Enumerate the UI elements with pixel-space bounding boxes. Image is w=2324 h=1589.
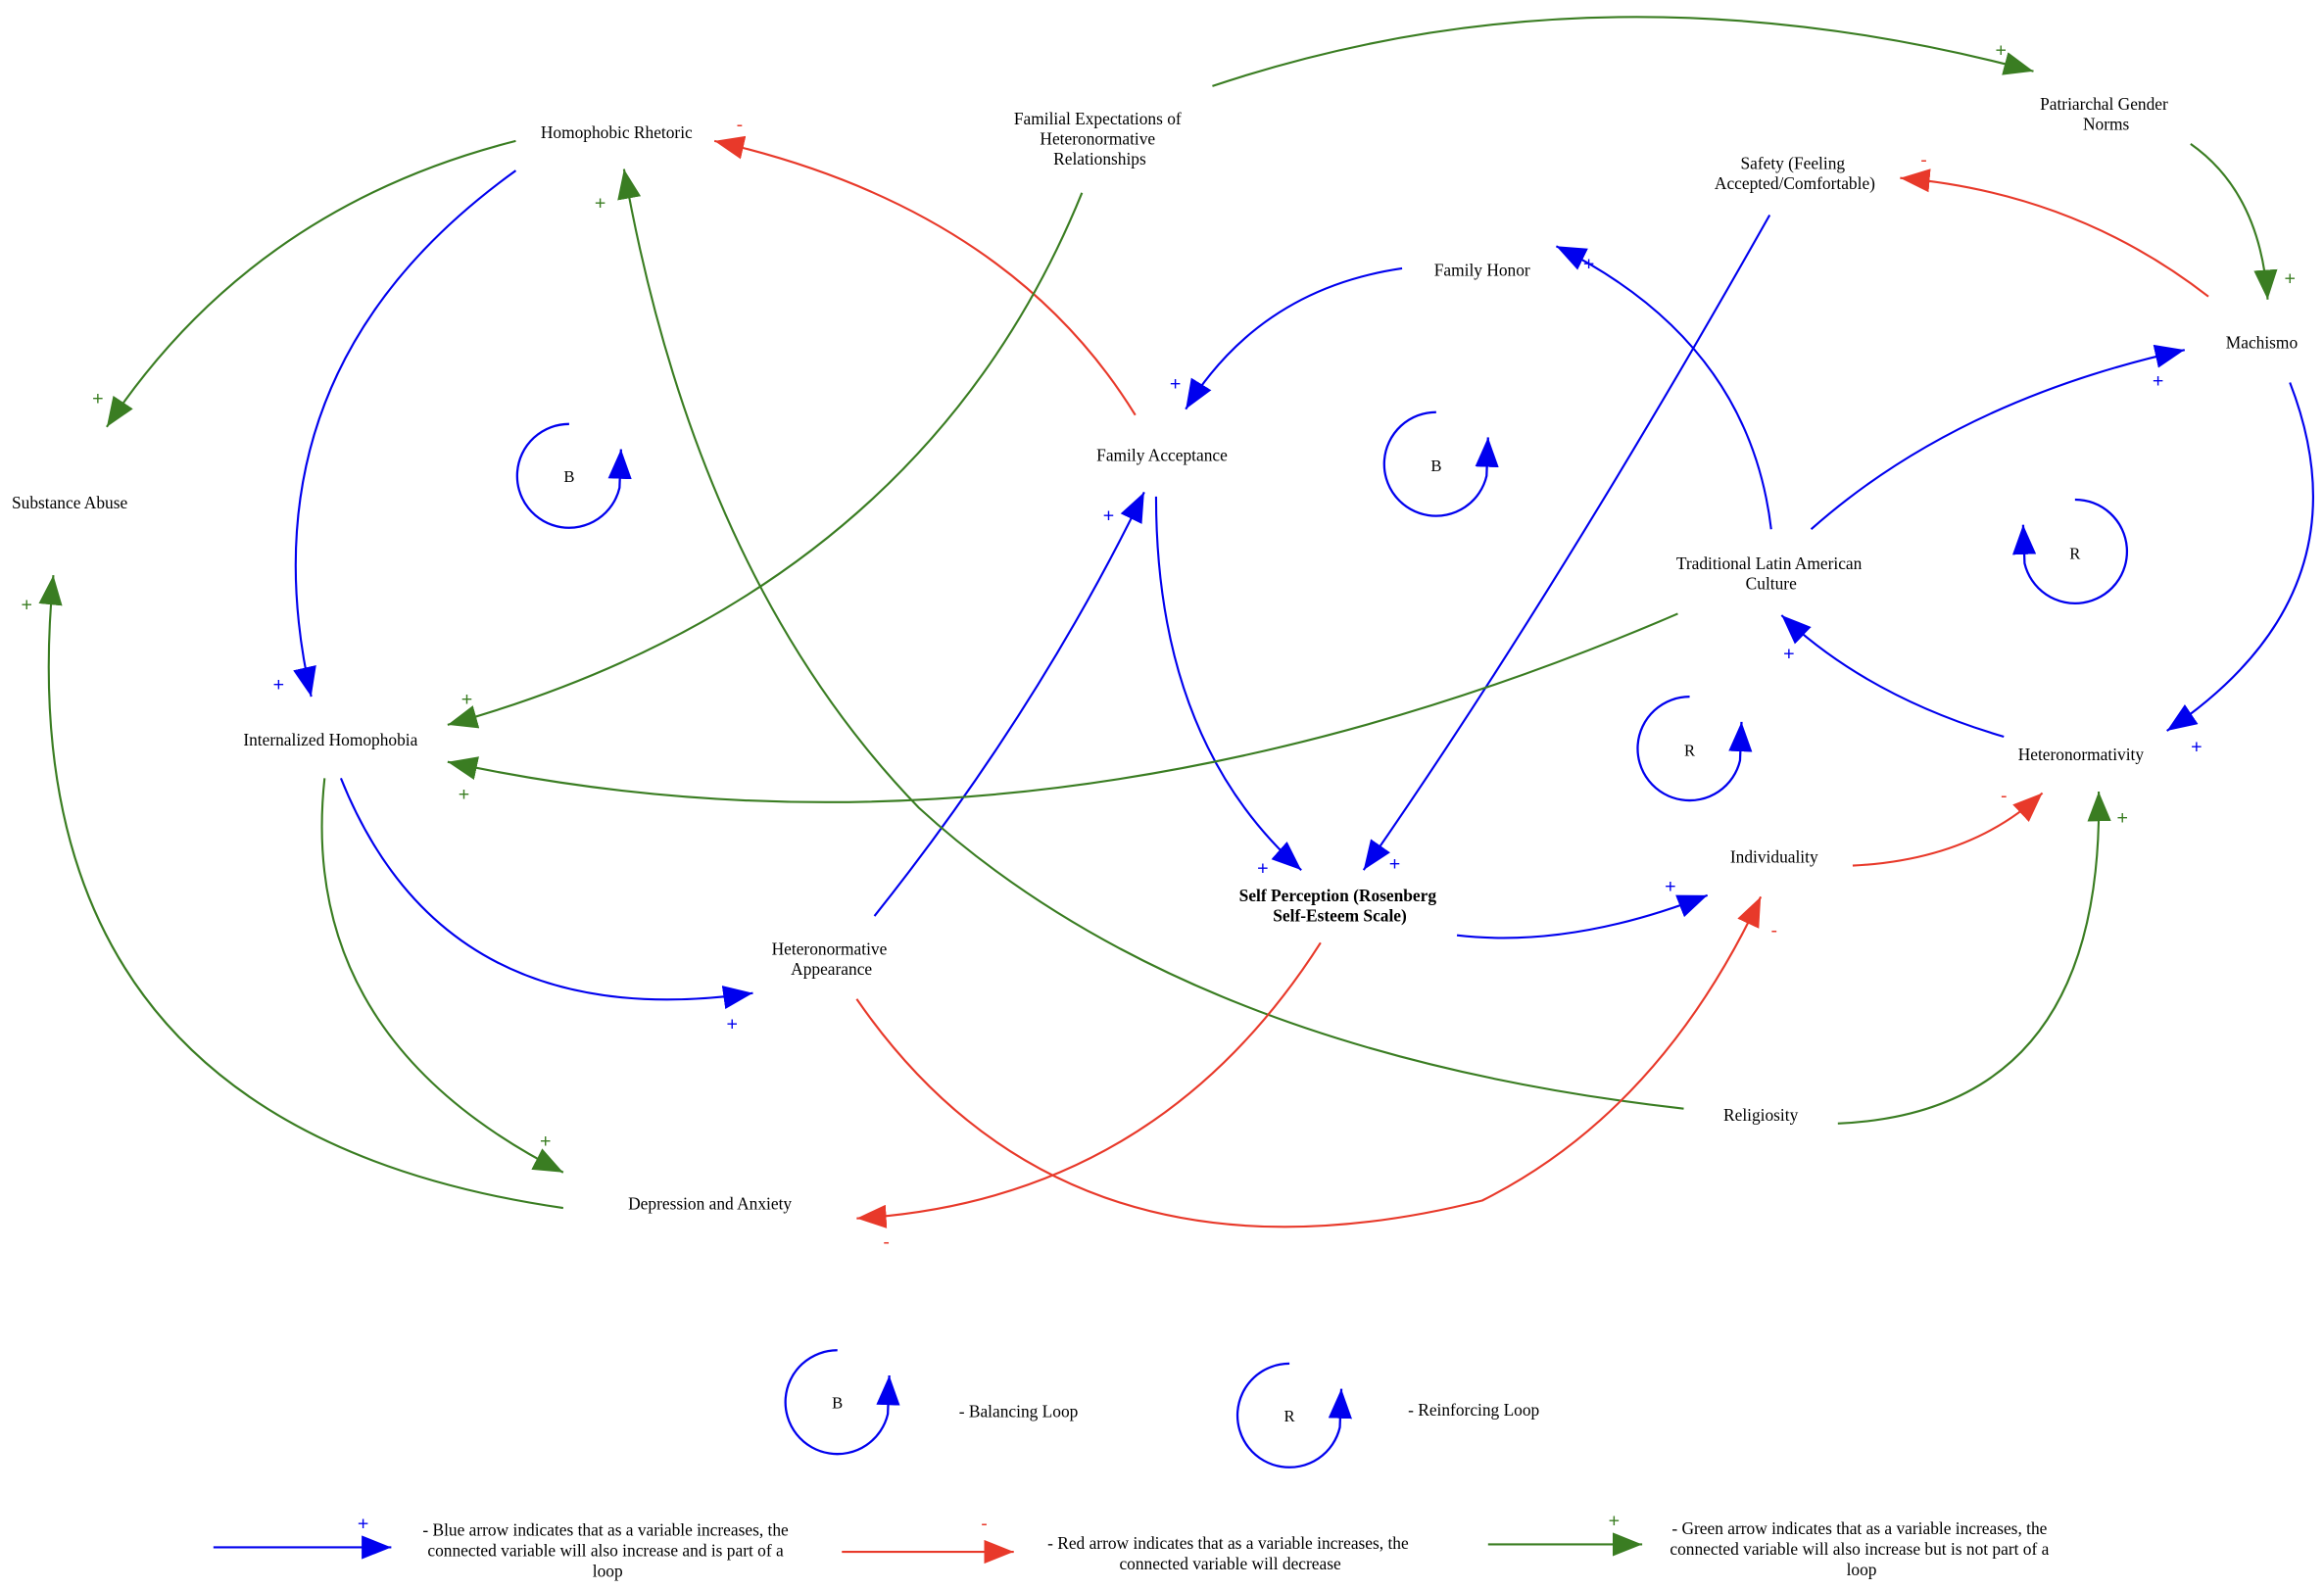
svg-text:R: R — [2069, 544, 2081, 562]
node-religiosity: Religiosity — [1723, 1106, 1799, 1125]
sign: + — [21, 594, 31, 615]
sign: + — [1170, 373, 1181, 395]
node-safety: Safety (Feeling Accepted/Comfortable) — [1715, 155, 1875, 193]
reinforcing-loop-icon: R — [1636, 696, 1753, 802]
reinforcing-loop-icon: R — [2011, 498, 2129, 604]
edge-culture-to-machismo — [1810, 344, 2186, 531]
edge-religiosity-to-heteronormativity — [1837, 791, 2111, 1125]
edge-individuality-to-heteronormativity — [1852, 792, 2044, 867]
svg-text:- Red arrow indicates that as: - Red arrow indicates that as a variable… — [1047, 1534, 1413, 1573]
sign: - — [1920, 150, 1927, 171]
node-family-acceptance: Family Acceptance — [1096, 447, 1228, 465]
edge-appearance-to-acceptance — [873, 491, 1145, 917]
sign: + — [1665, 876, 1675, 897]
edge-appearance-to-individuality — [855, 895, 1763, 1228]
legend-blue-arrow: + - Blue arrow indicates that as a varia… — [213, 1513, 793, 1581]
edge-self-perception-to-depression — [856, 941, 1322, 1228]
node-depression-anxiety: Depression and Anxiety — [628, 1195, 792, 1214]
sign: + — [273, 674, 284, 696]
legend-green-arrow: + - Green arrow indicates that as a vari… — [1487, 1510, 2053, 1579]
legend-balancing-label: - Balancing Loop — [959, 1402, 1079, 1420]
legend-balancing-loop: B - Balancing Loop — [784, 1349, 1079, 1456]
sign: + — [92, 388, 103, 409]
edge-acceptance-to-self-perception — [1154, 496, 1302, 871]
sign: - — [883, 1231, 890, 1253]
sign: - — [1770, 920, 1777, 941]
edge-rhetoric-to-substance — [106, 139, 516, 428]
node-familial-expectations: Familial Expectations of Heteronormative… — [1014, 110, 1186, 169]
edge-heteronormativity-to-culture — [1780, 614, 2005, 739]
edge-machismo-to-heteronormativity — [2166, 382, 2314, 732]
sign: + — [2153, 370, 2163, 392]
sign: + — [1783, 643, 1794, 664]
edge-rhetoric-to-internalized — [293, 169, 517, 698]
sign: + — [461, 689, 472, 710]
edge-machismo-to-safety — [1900, 169, 2209, 298]
balancing-loop-icon: B — [1382, 410, 1499, 517]
edge-safety-to-self-perception — [1362, 214, 1771, 871]
nodes: Homophobic Rhetoric Familial Expectation… — [12, 95, 2298, 1213]
svg-text:R: R — [1284, 1407, 1296, 1425]
svg-text:B: B — [563, 467, 574, 486]
legend-reinforcing-loop: R - Reinforcing Loop — [1235, 1362, 1540, 1469]
sign: + — [727, 1014, 738, 1035]
svg-text:B: B — [832, 1393, 843, 1412]
legend: B - Balancing Loop R - Reinforcing Loop … — [213, 1349, 2053, 1581]
node-internalized-homophobia: Internalized Homophobia — [243, 731, 417, 749]
edge-self-perception-to-individuality — [1456, 893, 1709, 939]
polarity-signs: + + - + + + + + + + + + - + + - + + + + … — [21, 40, 2295, 1253]
sign: - — [2001, 786, 2008, 807]
sign: + — [2117, 807, 2128, 829]
edge-patriarchal-to-machismo — [2190, 143, 2278, 300]
edge-familial-to-internalized — [447, 192, 1084, 729]
node-patriarchal-gender-norms: Patriarchal Gender Norms — [2040, 95, 2172, 133]
node-homophobic-rhetoric: Homophobic Rhetoric — [541, 123, 693, 142]
edges — [38, 16, 2314, 1228]
node-individuality: Individuality — [1730, 848, 1818, 867]
sign: + — [540, 1131, 551, 1152]
edge-internalized-to-appearance — [339, 777, 753, 1009]
sign: + — [1583, 253, 1594, 274]
sign: + — [2191, 737, 2202, 758]
svg-text:B: B — [1430, 457, 1441, 475]
svg-text:R: R — [1684, 742, 1696, 760]
edge-internalized-to-depression — [320, 778, 564, 1174]
edge-depression-to-substance — [38, 575, 563, 1210]
edge-family-honor-to-acceptance — [1185, 266, 1403, 410]
sign: - — [737, 114, 744, 135]
node-traditional-culture: Traditional Latin American Culture — [1676, 554, 1866, 593]
loop-markers: B B R R — [515, 410, 2129, 802]
node-machismo: Machismo — [2226, 334, 2299, 353]
svg-text:+: + — [1609, 1510, 1620, 1531]
edge-culture-to-internalized — [447, 612, 1678, 803]
legend-red-arrow: - - Red arrow indicates that as a variab… — [842, 1513, 1413, 1573]
svg-text:- Green arrow indicates that a: - Green arrow indicates that as a variab… — [1670, 1519, 2053, 1579]
sign: + — [1995, 40, 2006, 62]
svg-text:- Blue arrow indicates that as: - Blue arrow indicates that as a variabl… — [422, 1520, 793, 1580]
sign: + — [1103, 506, 1114, 527]
legend-reinforcing-label: - Reinforcing Loop — [1408, 1401, 1539, 1420]
svg-text:-: - — [981, 1513, 988, 1534]
node-self-perception: Self Perception (Rosenberg Self-Esteem S… — [1239, 887, 1441, 925]
node-substance-abuse: Substance Abuse — [12, 494, 128, 512]
node-heteronormativity: Heteronormativity — [2018, 746, 2145, 764]
edge-culture-to-family-honor — [1555, 245, 1772, 530]
sign: + — [595, 192, 605, 214]
sign: + — [1257, 858, 1268, 880]
balancing-loop-icon: B — [515, 422, 632, 529]
edge-acceptance-to-rhetoric — [713, 135, 1137, 416]
node-heteronormative-appearance: Heteronormative Appearance — [772, 939, 892, 978]
sign: + — [459, 784, 469, 805]
edge-familial-to-patriarchal — [1212, 16, 2034, 87]
sign: + — [2284, 268, 2295, 290]
sign: + — [1389, 853, 1400, 875]
node-family-honor: Family Honor — [1434, 262, 1530, 280]
svg-text:+: + — [358, 1513, 368, 1534]
edge-religiosity-to-rhetoric — [617, 169, 1684, 1110]
